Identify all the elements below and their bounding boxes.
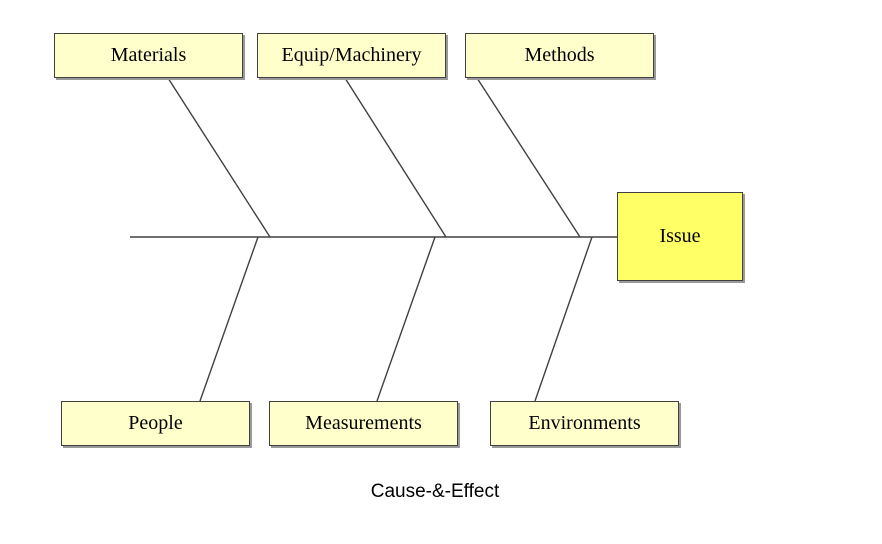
category-label: Materials xyxy=(110,44,187,66)
category-box-methods: Methods xyxy=(465,33,654,78)
effect-label: Issue xyxy=(659,225,701,247)
category-label: People xyxy=(128,412,183,434)
bone-methods xyxy=(476,77,581,238)
category-box-measurements: Measurements xyxy=(269,401,458,446)
category-box-equip-machinery: Equip/Machinery xyxy=(257,33,446,78)
category-label: Measurements xyxy=(305,412,422,434)
category-box-materials: Materials xyxy=(54,33,243,78)
bone-measurements xyxy=(376,236,436,402)
bone-equip-machinery xyxy=(344,77,447,238)
category-label: Equip/Machinery xyxy=(281,44,422,66)
bone-people xyxy=(199,236,259,402)
bone-materials xyxy=(167,77,271,238)
category-box-people: People xyxy=(61,401,250,446)
bone-environments xyxy=(534,236,593,402)
effect-box-issue: Issue xyxy=(617,192,743,281)
category-box-environments: Environments xyxy=(490,401,679,446)
diagram-caption: Cause-&-Effect xyxy=(370,481,500,502)
category-label: Environments xyxy=(528,412,641,434)
category-label: Methods xyxy=(524,44,595,66)
